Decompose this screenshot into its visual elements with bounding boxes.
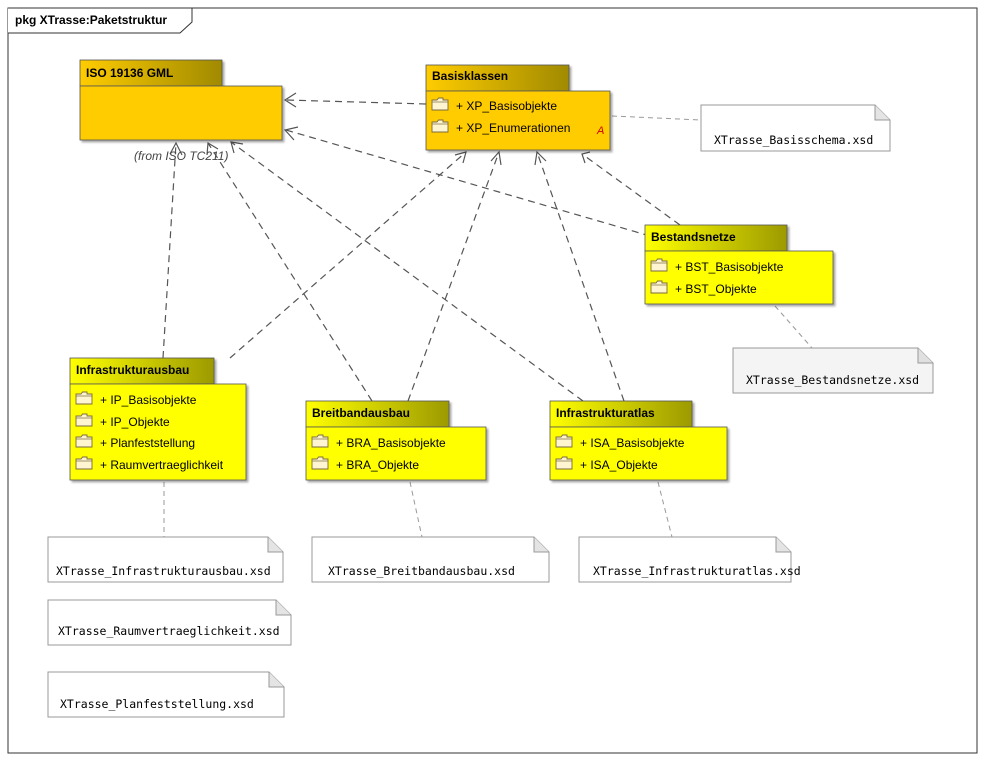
- package-title: Bestandsnetze: [651, 230, 736, 244]
- folder-icon: [431, 119, 449, 133]
- note-infrastrukturatlas[interactable]: XTrasse_Infrastrukturatlas.xsd: [578, 536, 801, 583]
- note-text: XTrasse_Basisschema.xsd: [714, 133, 873, 147]
- folder-icon: [311, 434, 329, 448]
- folder-icon: [75, 456, 93, 470]
- folder-icon: [75, 434, 93, 448]
- package-infrastrukturausbau[interactable]: [69, 357, 247, 481]
- package-title: Infrastrukturatlas: [556, 406, 655, 420]
- dependency-ausbau-to-iso: [162, 141, 183, 359]
- dependency-atlas-to-basis: [534, 150, 625, 402]
- dependency-atlas-to-iso: [230, 141, 584, 402]
- note-infrastrukturausbau[interactable]: XTrasse_Infrastrukturausbau.xsd: [47, 536, 284, 583]
- package-origin: (from ISO TC211): [134, 149, 228, 163]
- package-item[interactable]: + Raumvertraeglichkeit: [100, 458, 224, 472]
- package-item[interactable]: + BRA_Objekte: [336, 458, 419, 472]
- package-title: Breitbandausbau: [312, 406, 410, 420]
- dependency-basis-to-iso: [283, 92, 427, 108]
- package-title: ISO 19136 GML: [86, 66, 173, 80]
- package-item[interactable]: + XP_Basisobjekte: [456, 99, 557, 113]
- package-iso-19136-gml[interactable]: [79, 59, 283, 141]
- note-basisschema[interactable]: XTrasse_Basisschema.xsd: [700, 104, 891, 152]
- folder-icon: [75, 413, 93, 427]
- note-anchor-lines: [163, 115, 813, 538]
- package-basisklassen[interactable]: [425, 64, 611, 151]
- folder-icon: [650, 280, 668, 294]
- note-text: XTrasse_Planfeststellung.xsd: [60, 697, 254, 711]
- dependency-breitband-to-basis: [407, 150, 502, 402]
- package-title: Infrastrukturausbau: [76, 363, 189, 377]
- package-item[interactable]: + Planfeststellung: [100, 436, 195, 450]
- note-planfeststellung[interactable]: XTrasse_Planfeststellung.xsd: [47, 671, 285, 718]
- folder-icon: [75, 391, 93, 405]
- note-text: XTrasse_Infrastrukturausbau.xsd: [56, 564, 271, 578]
- note-text: XTrasse_Raumvertraeglichkeit.xsd: [58, 624, 280, 638]
- package-item[interactable]: + ISA_Objekte: [580, 458, 658, 472]
- dependency-bestand-to-basis: [581, 151, 681, 226]
- package-item[interactable]: + BST_Basisobjekte: [675, 260, 784, 274]
- package-breitbandausbau[interactable]: [305, 400, 487, 481]
- package-item[interactable]: + BRA_Basisobjekte: [336, 436, 446, 450]
- package-item[interactable]: + IP_Basisobjekte: [100, 393, 197, 407]
- abstract-marker: A: [596, 125, 604, 137]
- package-item[interactable]: + XP_Enumerationen: [456, 121, 570, 135]
- folder-icon: [555, 434, 573, 448]
- folder-icon: [555, 456, 573, 470]
- package-bestandsnetze[interactable]: [644, 224, 834, 305]
- package-item[interactable]: + IP_Objekte: [100, 415, 170, 429]
- diagram-frame: pkg XTrasse:Paketstruktur: [7, 7, 978, 754]
- dependency-bestand-to-iso: [283, 126, 651, 237]
- note-bestandsnetze[interactable]: XTrasse_Bestandsnetze.xsd: [732, 347, 934, 394]
- folder-icon: [431, 97, 449, 111]
- package-infrastrukturatlas[interactable]: [549, 400, 728, 481]
- note-text: XTrasse_Breitbandausbau.xsd: [328, 564, 515, 578]
- package-item[interactable]: + BST_Objekte: [675, 282, 757, 296]
- note-breitbandausbau[interactable]: XTrasse_Breitbandausbau.xsd: [311, 536, 550, 583]
- dependency-breitband-to-iso: [206, 141, 373, 402]
- dependency-lines: [162, 92, 681, 402]
- folder-icon: [650, 258, 668, 272]
- package-title: Basisklassen: [432, 69, 508, 83]
- dependency-ausbau-to-basis: [229, 151, 467, 359]
- note-raumvertraeglichkeit[interactable]: XTrasse_Raumvertraeglichkeit.xsd: [47, 599, 292, 646]
- folder-icon: [311, 456, 329, 470]
- note-text: XTrasse_Infrastrukturatlas.xsd: [593, 564, 801, 578]
- note-text: XTrasse_Bestandsnetze.xsd: [746, 373, 919, 387]
- package-item[interactable]: + ISA_Basisobjekte: [580, 436, 685, 450]
- frame-title: pkg XTrasse:Paketstruktur: [15, 13, 167, 27]
